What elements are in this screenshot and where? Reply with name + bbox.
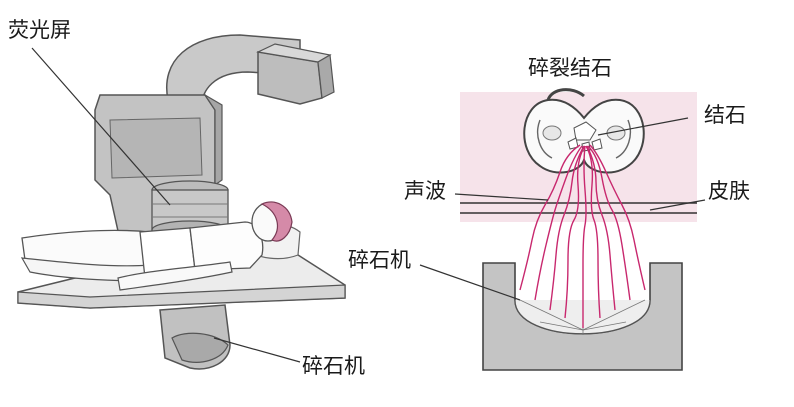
label-lithotripter-right: 碎石机 (348, 250, 411, 271)
label-fragmented-stone: 碎裂结石 (528, 58, 612, 79)
right-panel-illustration (420, 90, 705, 370)
label-lithotripter-left: 碎石机 (302, 356, 365, 377)
label-skin: 皮肤 (708, 181, 750, 202)
label-soundwave: 声波 (404, 181, 446, 202)
label-stone: 结石 (704, 105, 746, 126)
label-fluoroscope: 荧光屏 (8, 20, 71, 41)
left-panel-illustration (18, 35, 345, 369)
